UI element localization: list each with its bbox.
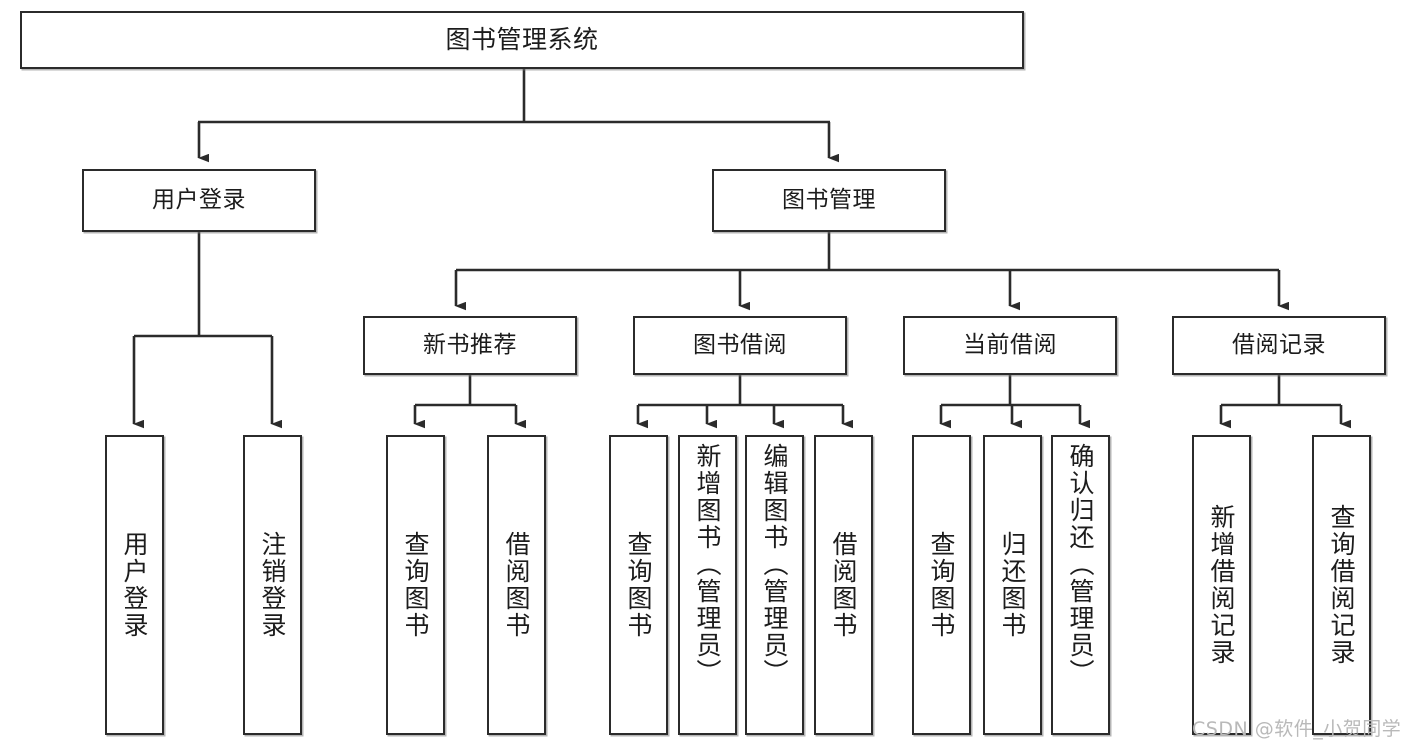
node-label: 新增图书（管理员） [693, 443, 722, 686]
node-leaf-edit-book[interactable]: 编辑图书（管理员） [745, 435, 804, 735]
node-label: 编辑图书（管理员） [760, 443, 789, 686]
node-label: 借阅图书 [502, 531, 531, 639]
node-borrow-record[interactable]: 借阅记录 [1172, 316, 1386, 375]
node-leaf-add-record[interactable]: 新增借阅记录 [1192, 435, 1251, 735]
node-root[interactable]: 图书管理系统 [20, 11, 1024, 69]
node-label: 图书借阅 [693, 331, 787, 358]
node-label: 查询借阅记录 [1327, 504, 1356, 666]
node-label: 查询图书 [927, 531, 956, 639]
node-leaf-query-book-1[interactable]: 查询图书 [386, 435, 445, 735]
node-label: 当前借阅 [963, 331, 1057, 358]
node-label: 查询图书 [624, 531, 653, 639]
node-label: 新增借阅记录 [1207, 504, 1236, 666]
node-label: 用户登录 [152, 186, 246, 213]
node-leaf-add-book[interactable]: 新增图书（管理员） [678, 435, 737, 735]
node-leaf-borrow-book-1[interactable]: 借阅图书 [487, 435, 546, 735]
node-label: 图书管理 [782, 186, 876, 213]
node-label: 用户登录 [120, 531, 149, 639]
node-leaf-query-book-3[interactable]: 查询图书 [912, 435, 971, 735]
node-current-borrow[interactable]: 当前借阅 [903, 316, 1117, 375]
node-leaf-return-book[interactable]: 归还图书 [983, 435, 1042, 735]
node-leaf-query-book-2[interactable]: 查询图书 [609, 435, 668, 735]
node-label: 注销登录 [258, 531, 287, 639]
node-book-manage[interactable]: 图书管理 [712, 169, 946, 232]
node-label: 借阅记录 [1232, 331, 1326, 358]
node-label: 图书管理系统 [445, 25, 599, 54]
node-user-login[interactable]: 用户登录 [82, 169, 316, 232]
node-label: 归还图书 [998, 531, 1027, 639]
node-leaf-query-record[interactable]: 查询借阅记录 [1312, 435, 1371, 735]
node-label: 新书推荐 [423, 331, 517, 358]
node-leaf-logout[interactable]: 注销登录 [243, 435, 302, 735]
node-label: 确认归还（管理员） [1066, 443, 1095, 686]
node-book-borrow[interactable]: 图书借阅 [633, 316, 847, 375]
node-leaf-user-login[interactable]: 用户登录 [105, 435, 164, 735]
node-leaf-confirm-return[interactable]: 确认归还（管理员） [1051, 435, 1110, 735]
node-new-book-recommend[interactable]: 新书推荐 [363, 316, 577, 375]
node-label: 查询图书 [401, 531, 430, 639]
node-leaf-borrow-book-2[interactable]: 借阅图书 [814, 435, 873, 735]
node-label: 借阅图书 [829, 531, 858, 639]
